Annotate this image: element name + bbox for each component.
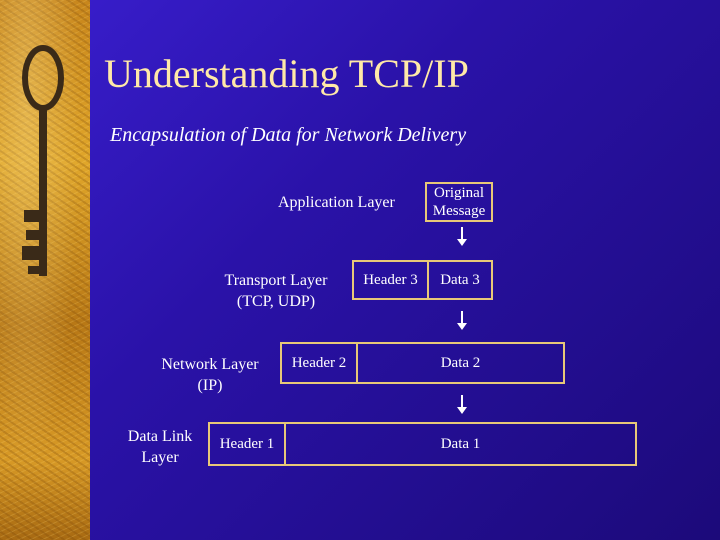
data-1-text: Data 1: [440, 436, 481, 452]
slide-title: Understanding TCP/IP: [104, 51, 469, 96]
transport-packet: Header 3 Data 3: [352, 260, 493, 300]
data-1-cell: Data 1: [286, 424, 635, 464]
datalink-layer-name: Data Link: [127, 428, 193, 445]
data-3-cell: Data 3: [429, 262, 491, 298]
network-packet: Header 2 Data 2: [280, 342, 565, 384]
application-layer-label: Application Layer: [278, 194, 395, 211]
header-2-cell: Header 2: [282, 344, 358, 382]
slide-subtitle: Encapsulation of Data for Network Delive…: [110, 124, 467, 146]
header-2-text: Header 2: [291, 355, 347, 371]
data-2-text: Data 2: [440, 355, 481, 371]
header-1-cell: Header 1: [210, 424, 286, 464]
original-message-box: Original Message: [425, 182, 493, 222]
original-message-text: Original Message: [432, 185, 486, 219]
sidebar-image: [0, 0, 90, 540]
header-3-text: Header 3: [363, 272, 418, 288]
arrow-down-icon: [457, 395, 467, 414]
network-layer-label: Network Layer (IP): [144, 354, 276, 396]
data-2-cell: Data 2: [358, 344, 563, 382]
arrow-down-icon: [457, 311, 467, 330]
data-3-text: Data 3: [440, 272, 480, 288]
header-3-cell: Header 3: [354, 262, 429, 298]
datalink-packet: Header 1 Data 1: [208, 422, 637, 466]
transport-layer-label: Transport Layer (TCP, UDP): [206, 270, 346, 312]
transport-layer-name: Transport Layer: [224, 272, 328, 289]
transport-layer-protocols: (TCP, UDP): [236, 293, 316, 310]
network-layer-name: Network Layer: [161, 356, 259, 373]
antique-key-icon: [22, 45, 64, 276]
header-1-text: Header 1: [219, 436, 275, 452]
datalink-layer-label: Data Link Layer: [116, 426, 204, 468]
arrow-down-icon: [457, 227, 467, 246]
network-layer-protocol: (IP): [197, 377, 223, 394]
datalink-layer-suffix: Layer: [141, 449, 179, 466]
